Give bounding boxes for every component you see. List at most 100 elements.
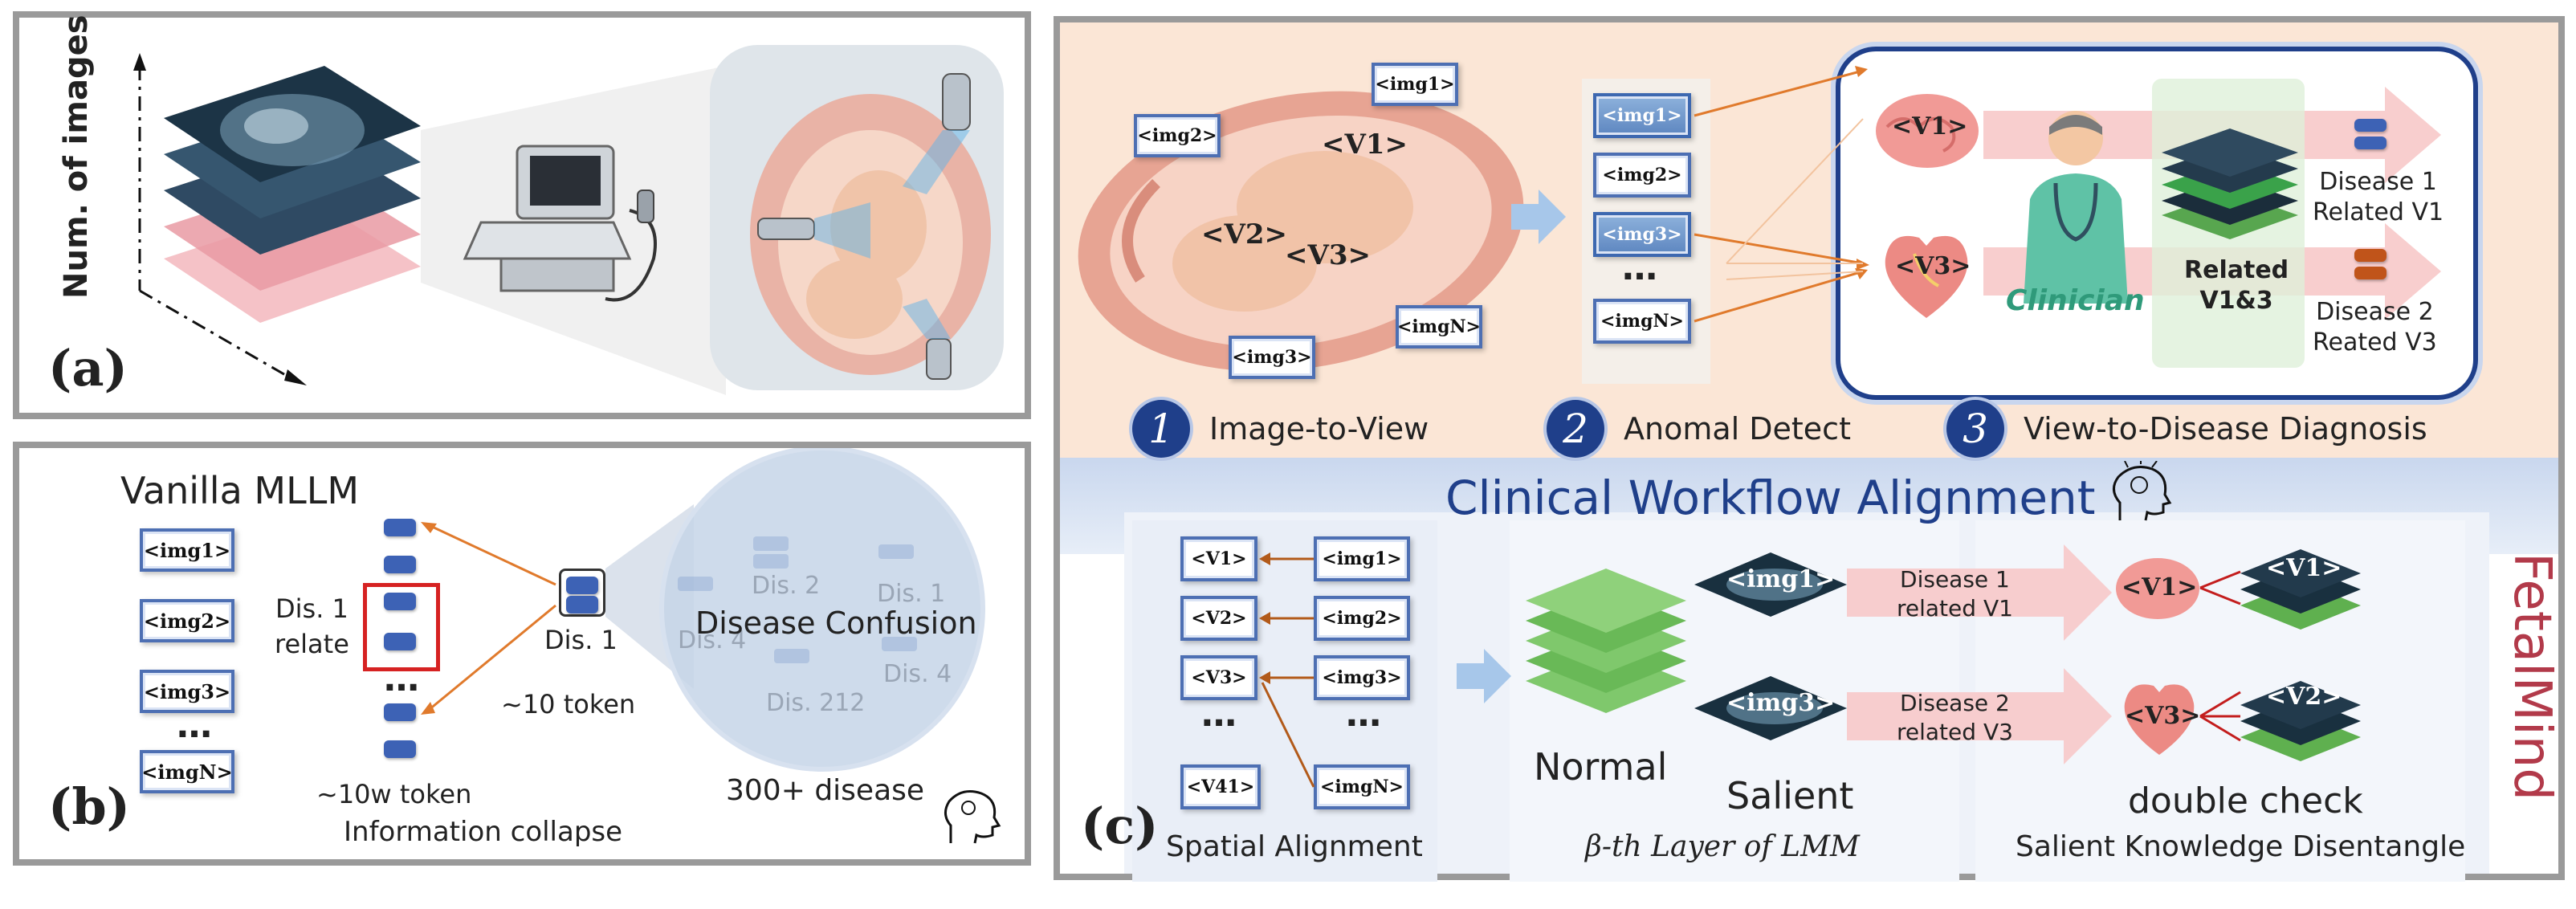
image-tag: <img1> (1372, 63, 1458, 106)
bubble-label: Dis. 4 (883, 660, 952, 688)
v1-label: <V1> (2122, 573, 2198, 601)
stack-v2-label: <V2> (2266, 683, 2342, 711)
spatial-arrows (1259, 552, 1315, 788)
normal-layer-stack (1526, 569, 1686, 713)
disentangle-label: Salient Knowledge Disentangle (2016, 830, 2466, 863)
bubble-label: Dis. 2 (752, 572, 821, 600)
view-label: <V2> (1201, 218, 1288, 251)
disease1-icon (2354, 119, 2386, 151)
ellipsis: … (1201, 694, 1237, 735)
disease-count-label: 300+ disease (726, 774, 925, 807)
token-count-right: ~10 token (501, 689, 636, 719)
flow-arrow (1511, 190, 1566, 244)
dis-relate-label: Dis. 1 relate (275, 593, 349, 659)
normal-label: Normal (1534, 745, 1668, 789)
token (566, 596, 598, 613)
v3-image-stack (2240, 681, 2361, 761)
token (384, 740, 416, 758)
image-tag: <img2> (1314, 596, 1410, 641)
token (384, 633, 416, 650)
panel-b-arrows (421, 448, 985, 772)
salient-img1-tag: <img1> (1726, 565, 1836, 593)
d1-related-label: Disease 1 related V1 (1897, 566, 2013, 622)
image-tag: <imgN> (1396, 305, 1482, 349)
brain-icon (2116, 558, 2199, 619)
disease1-label: Disease 1 Related V1 (2313, 168, 2444, 226)
step-2-number: 2 (1547, 400, 1604, 458)
disease-confusion-label: Disease Confusion (695, 605, 977, 641)
collapse-label: Information collapse (344, 816, 623, 848)
head-icon (944, 790, 1001, 844)
view-tag: <V41> (1180, 764, 1261, 809)
disease2-label: Disease 2 Reated V3 (2313, 298, 2437, 357)
bubble-label: Dis. 4 (678, 626, 747, 654)
image-tag: <img3> (1229, 336, 1315, 379)
ellipsis: … (1622, 247, 1657, 288)
clinician-label: Clinician (2006, 284, 2145, 317)
image-tag: <imgN> (1593, 299, 1691, 344)
image-tag: <img3> (1314, 655, 1410, 700)
view-tag: <V3> (1180, 655, 1257, 700)
stack-v1-label: <V1> (2266, 554, 2342, 582)
detect-arrows (1694, 66, 1869, 323)
dis1-label: Dis. 1 (544, 625, 618, 655)
brand-label: FetalMind (2502, 552, 2562, 801)
v1-image-stack (2240, 549, 2361, 630)
panel-a: Num. of images (a) (13, 11, 1031, 419)
panel-a-letter: (a) (48, 339, 128, 397)
token (384, 593, 416, 610)
related-image-stack (2162, 128, 2298, 239)
step-1-number: 1 (1132, 400, 1190, 458)
brain-icon (1876, 94, 1979, 168)
view-label: <V1> (1322, 128, 1408, 161)
image-tag: <img1> (140, 528, 234, 572)
images-axis-label: Num. of images (58, 14, 95, 299)
bubble-label: Dis. 212 (766, 689, 866, 717)
clinician-figure (2024, 111, 2128, 304)
double-check-label: double check (2128, 781, 2363, 821)
panel-c: <img1> <img2> <V1> <V2> <V3> <img3> <img… (1054, 16, 2565, 882)
image-tag: <img2> (1134, 114, 1221, 157)
d2-related-label: Disease 2 related V3 (1897, 690, 2013, 745)
heart-icon (2124, 684, 2195, 755)
token (384, 519, 416, 536)
disentangle-arrows (1847, 544, 2241, 764)
ellipsis: … (1346, 694, 1381, 735)
image-tag: <img2> (1593, 153, 1691, 198)
image-tag: <img3> (1593, 212, 1691, 257)
image-tag: <imgN> (140, 750, 234, 793)
bubble-label: Dis. 1 (877, 580, 946, 608)
token-count-left: ~10w token (316, 779, 472, 809)
salient-image-1 (1694, 552, 1847, 617)
salient-img3-tag: <img3> (1726, 689, 1836, 717)
view-tag: <V1> (1180, 536, 1257, 581)
fetus-illustration (1078, 91, 1524, 372)
heart-icon (1885, 235, 1968, 318)
relate-box (363, 583, 440, 671)
panel-a-illustration (133, 45, 1004, 395)
token (384, 556, 416, 573)
token (566, 577, 598, 594)
flow-arrow (1457, 649, 1511, 703)
layer-label: β-th Layer of LMM (1585, 830, 1860, 863)
view-label: <V3> (1895, 252, 1971, 280)
disease2-icon (2354, 249, 2386, 281)
ellipsis: … (384, 658, 419, 699)
ellipsis: … (177, 705, 212, 746)
salient-label: Salient (1726, 774, 1854, 817)
view-label: <V3> (1285, 239, 1372, 271)
view-label: <V1> (1892, 112, 1968, 141)
image-tag: <imgN> (1314, 764, 1410, 809)
vanilla-mllm-title: Vanilla MLLM (120, 469, 360, 512)
step-3-label: View-to-Disease Diagnosis (2024, 411, 2427, 446)
panel-b-letter: (b) (48, 777, 131, 836)
image-tag: <img2> (140, 599, 234, 642)
token (384, 703, 416, 721)
spatial-alignment-label: Spatial Alignment (1166, 830, 1423, 863)
workflow-title: Clinical Workflow Alignment (1445, 471, 2096, 525)
image-tag: <img1> (1593, 93, 1691, 138)
view-tag: <V2> (1180, 596, 1257, 641)
image-tag: <img3> (140, 670, 234, 713)
image-tag: <img1> (1314, 536, 1410, 581)
step-3-number: 3 (1946, 400, 2004, 458)
